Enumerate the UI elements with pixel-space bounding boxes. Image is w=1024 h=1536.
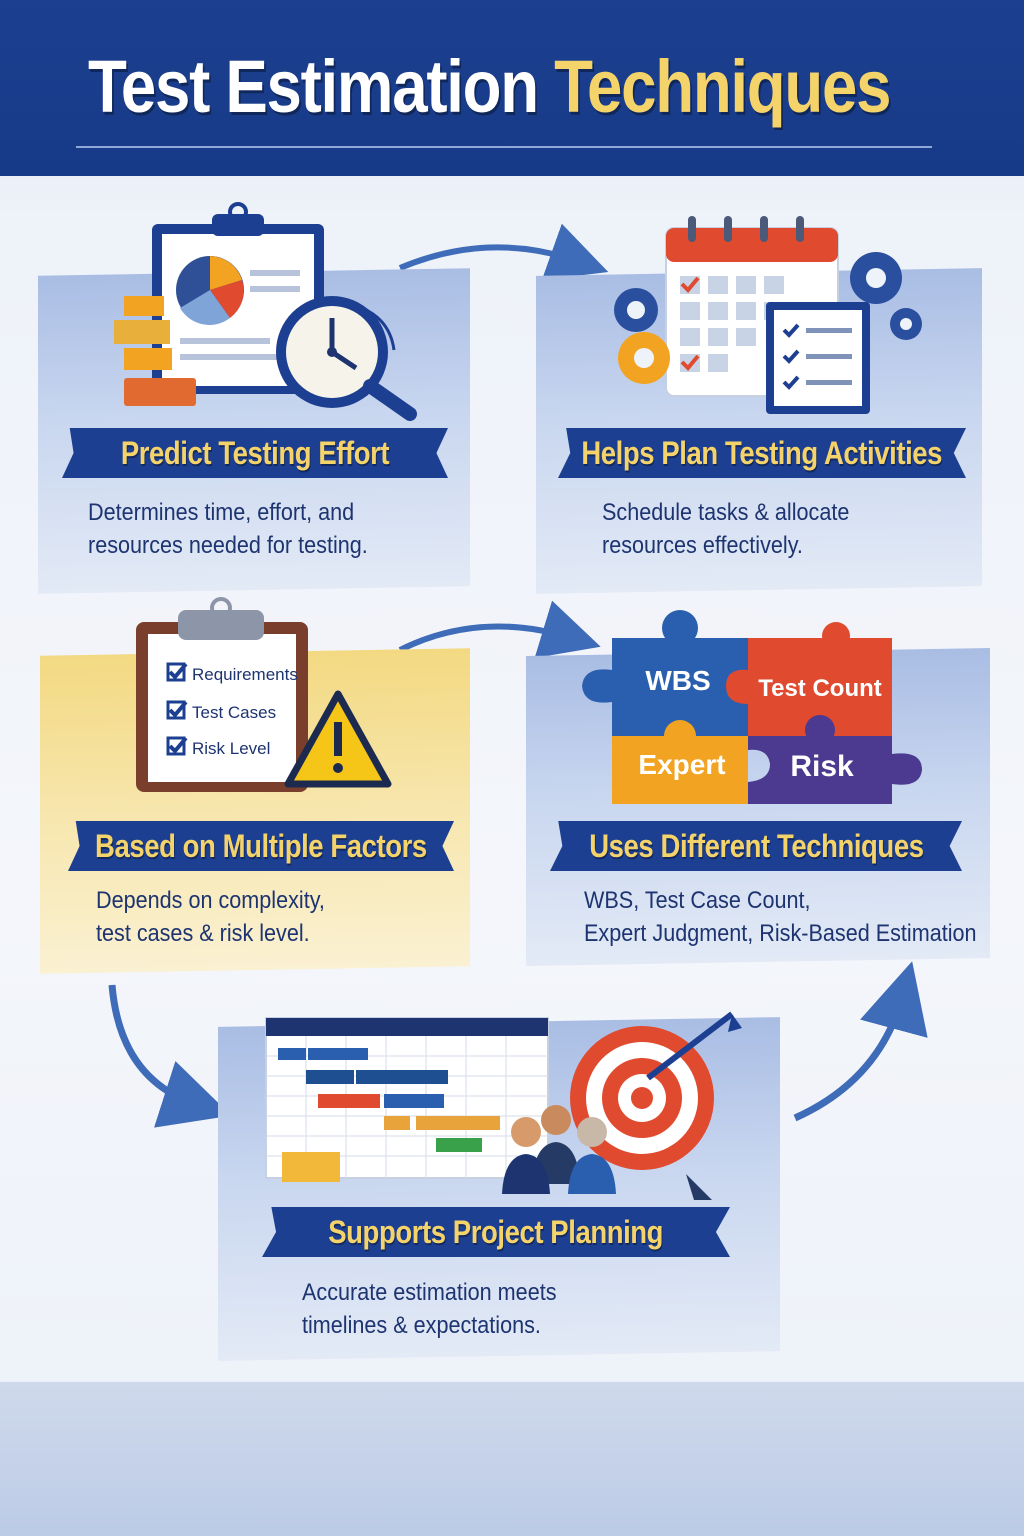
gantt-chart-icon: [265, 1017, 549, 1182]
card-description-line: timelines & expectations.: [302, 1312, 541, 1339]
card-heading-banner: Predict Testing Effort: [62, 428, 448, 478]
magnifier-icon: [361, 306, 417, 421]
card-description: Determines time, effort, and resources n…: [88, 496, 399, 562]
arrow-icon: [108, 984, 232, 1128]
card-description-line: resources effectively.: [602, 532, 803, 559]
card-description-line: Depends on complexity,: [96, 887, 325, 914]
card-description-line: resources needed for testing.: [88, 532, 368, 559]
checklist-item: Risk Level: [192, 739, 270, 758]
card-heading: Supports Project Planning: [328, 1213, 664, 1250]
puzzle-label: Expert: [638, 749, 725, 780]
puzzle-label: WBS: [645, 665, 710, 696]
card-description-line: WBS, Test Case Count,: [584, 887, 811, 914]
card-description: WBS, Test Case Count, Expert Judgment, R…: [584, 884, 1020, 950]
team-icon: [502, 1105, 616, 1194]
puzzle-label: Risk: [790, 750, 854, 783]
card-description-line: Schedule tasks & allocate: [602, 499, 850, 526]
calendar-icon: [665, 216, 839, 397]
page-title: Test Estimation Techniques: [88, 44, 891, 129]
techniques-puzzle-illustration: WBS Test Count Expert Risk: [582, 610, 922, 804]
card-description-line: Accurate estimation meets: [302, 1279, 557, 1306]
card-heading-banner: Based on Multiple Factors: [68, 821, 454, 871]
header-banner: Test Estimation Techniques: [0, 0, 1024, 176]
pie-chart-icon: [176, 256, 244, 325]
checklist-item: Test Cases: [192, 703, 276, 722]
stopwatch-icon: [276, 296, 388, 408]
card-description: Depends on complexity, test cases & risk…: [96, 884, 350, 950]
folder-stack-icon: [114, 296, 196, 406]
title-accent: Techniques: [554, 45, 891, 128]
puzzle-label: Test Count: [758, 675, 882, 702]
clipboard-icon: [136, 597, 308, 792]
predict-effort-illustration: [114, 202, 417, 421]
card-heading: Based on Multiple Factors: [95, 827, 427, 864]
checkbox-icon: [166, 662, 188, 756]
card-description: Accurate estimation meets timelines & ex…: [302, 1276, 585, 1342]
puzzle-icon: [582, 610, 922, 804]
card-heading-banner: Uses Different Techniques: [550, 821, 962, 871]
gear-icon: [614, 252, 922, 384]
warning-icon: [284, 690, 392, 788]
card-heading: Predict Testing Effort: [120, 434, 390, 471]
card-heading: Uses Different Techniques: [588, 827, 924, 864]
plan-activities-illustration: [614, 216, 922, 414]
arrow-icon: [793, 961, 928, 1122]
arrow-icon: [398, 600, 601, 658]
card-heading-banner: Helps Plan Testing Activities: [558, 428, 966, 478]
arrow-icon: [398, 223, 609, 281]
project-planning-illustration: [265, 1011, 742, 1200]
title-main: Test Estimation: [88, 45, 555, 128]
footer-band: [0, 1382, 1024, 1536]
card-description-line: Determines time, effort, and: [88, 499, 355, 526]
checklist-item: Requirements: [192, 665, 298, 684]
card-description-line: Expert Judgment, Risk-Based Estimation: [584, 920, 977, 947]
card-heading: Helps Plan Testing Activities: [581, 434, 943, 471]
card-heading-banner: Supports Project Planning: [262, 1207, 730, 1257]
card-description-line: test cases & risk level.: [96, 920, 310, 947]
title-underline: [76, 146, 932, 148]
checklist-card-icon: [766, 302, 870, 414]
multiple-factors-illustration: Requirements Test Cases Risk Level: [136, 597, 392, 792]
card-description: Schedule tasks & allocate resources effe…: [602, 496, 877, 562]
